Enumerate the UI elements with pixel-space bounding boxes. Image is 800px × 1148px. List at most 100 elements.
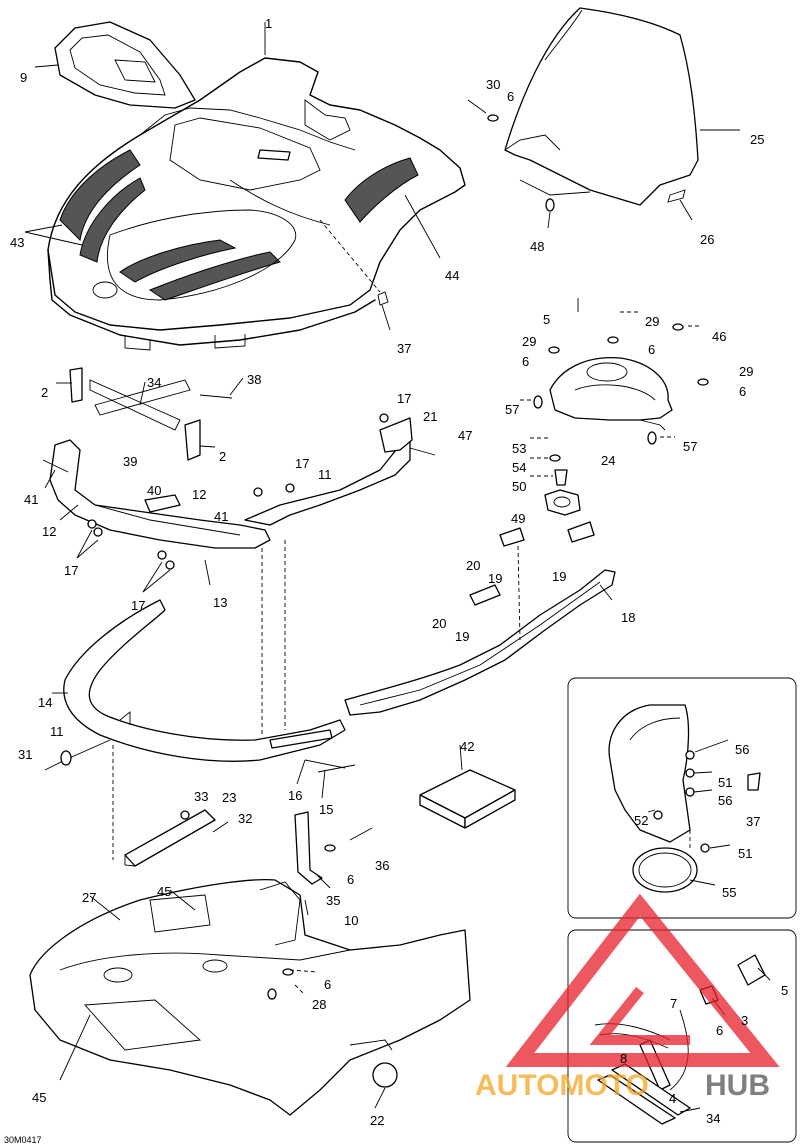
callout-c43: 43 [10,235,24,250]
callout-c8: 8 [620,1051,627,1066]
callout-c19a: 19 [488,571,502,586]
callout-c49: 49 [511,511,525,526]
callout-c5a: 5 [543,312,550,327]
callout-c33: 33 [194,789,208,804]
callout-c29c: 29 [739,364,753,379]
callout-c2b: 2 [219,449,226,464]
callout-c53: 53 [512,441,526,456]
callout-c31: 31 [18,747,32,762]
callout-c11b: 11 [50,724,64,739]
front-bracket-assembly [49,367,413,549]
callout-c19c: 19 [455,629,469,644]
inset-box-upper [567,677,797,919]
callout-c20a: 20 [466,558,480,573]
callout-c51a: 51 [718,775,732,790]
watermark-text-right: HUB [705,1069,770,1102]
callout-c9: 9 [20,70,27,85]
callout-c50: 50 [512,479,526,494]
callout-c6a: 6 [507,89,514,104]
callout-c55: 55 [722,885,736,900]
callout-c52: 52 [634,813,648,828]
callout-c17c: 17 [64,563,78,578]
callout-c29a: 29 [645,314,659,329]
callout-c1: 1 [265,16,272,31]
vent-panel-part-9 [54,21,196,109]
watermark-triangle-icon [505,893,780,1067]
bracket-part-23 [124,809,216,867]
callout-c38: 38 [247,372,261,387]
callout-c45b: 45 [32,1090,46,1105]
callout-c6g: 6 [716,1023,723,1038]
callout-c36: 36 [375,858,389,873]
callout-c17b: 17 [295,456,309,471]
callout-c6f: 6 [324,977,331,992]
callout-c23: 23 [222,790,236,805]
callout-c17d: 17 [131,598,145,613]
callout-c18: 18 [621,610,635,625]
callout-c6e: 6 [347,872,354,887]
callout-c7: 7 [670,996,677,1011]
callout-c34a: 34 [147,375,161,390]
callout-c41a: 41 [24,492,38,507]
callout-c45a: 45 [157,884,171,899]
callout-c56a: 56 [735,742,749,757]
leader-lines [24,22,771,1113]
console-part-24 [544,356,673,516]
callout-c32: 32 [238,811,252,826]
callout-c39: 39 [123,454,137,469]
callout-c6b: 6 [648,342,655,357]
callout-c37b: 37 [746,814,760,829]
callout-c35: 35 [326,893,340,908]
callout-c29b: 29 [522,334,536,349]
callout-c5b: 5 [781,983,788,998]
callout-c20b: 20 [432,616,446,631]
callout-c57a: 57 [505,402,519,417]
callout-c51b: 51 [738,846,752,861]
callout-c6d: 6 [739,384,746,399]
callout-c11a: 11 [318,467,332,482]
callout-c26: 26 [700,232,714,247]
callout-c24: 24 [601,453,615,468]
callout-c10: 10 [344,913,358,928]
callout-c14: 14 [38,695,52,710]
hood-part-1 [47,57,466,351]
belly-pan-part-27 [29,879,471,1116]
callout-c57b: 57 [683,439,697,454]
callout-c30: 30 [486,77,500,92]
callout-c13: 13 [213,595,227,610]
callout-c34b: 34 [706,1111,720,1126]
callout-c22: 22 [370,1113,384,1128]
callout-c16: 16 [288,788,302,803]
callout-c54: 54 [512,460,526,475]
callout-c21: 21 [423,409,437,424]
callout-c28: 28 [312,997,326,1012]
callout-c27: 27 [82,890,96,905]
pad-part-42 [419,769,516,829]
bumper-part-14 [63,599,346,762]
callout-c37a: 37 [397,341,411,356]
callout-c19b: 19 [552,569,566,584]
callout-c40: 40 [147,483,161,498]
watermark: AUTOMOTO HUB [475,893,780,1102]
callout-c15: 15 [319,802,333,817]
callout-c2a: 2 [41,385,48,400]
callout-c12a: 12 [192,487,206,502]
watermark-inner-triangle-icon [589,986,690,1045]
callout-c44: 44 [445,268,459,283]
bracket-part-35 [294,811,323,885]
callout-c41b: 41 [214,509,228,524]
side-rail-part-18 [344,521,616,716]
windshield-part-25 [504,7,699,206]
callout-c42: 42 [460,739,474,754]
callout-c48: 48 [530,239,544,254]
callout-c4: 4 [669,1091,676,1106]
callout-c12b: 12 [42,524,56,539]
callout-c56b: 56 [718,793,732,808]
callout-c3: 3 [741,1013,748,1028]
callout-c46: 46 [712,329,726,344]
diagram-code: 30M0417 [4,1135,42,1145]
callout-c6c: 6 [522,354,529,369]
fasteners [42,99,709,1000]
